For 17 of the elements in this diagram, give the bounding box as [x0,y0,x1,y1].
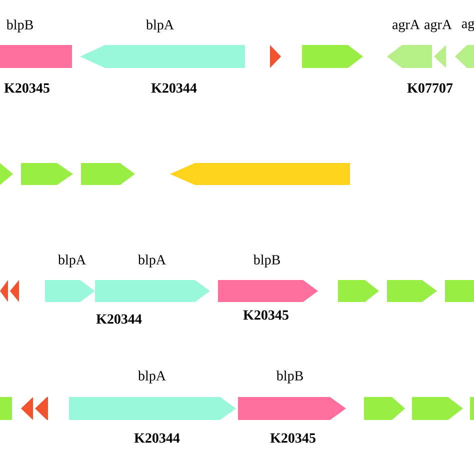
accession-label: K20344 [96,314,142,324]
accession-label: K20345 [4,83,50,93]
accession-label: K20344 [134,433,180,443]
gene-label: blpB [6,20,33,32]
gene-label: agrA [424,20,452,32]
gene-label: blpA [58,254,86,268]
gene-label: blpA [138,254,166,268]
gene-label: blpA [146,20,174,32]
accession-label: K07707 [407,83,453,93]
gene-label: agrA [392,20,420,32]
accession-label: K20345 [270,433,316,443]
gene-label: blpA [138,370,166,384]
gene-label: blpB [276,370,303,384]
accession-label: K20344 [151,83,197,93]
gene-label: blpB [253,254,280,268]
gene-label: ag [462,20,474,32]
accession-label: K20345 [243,310,288,320]
